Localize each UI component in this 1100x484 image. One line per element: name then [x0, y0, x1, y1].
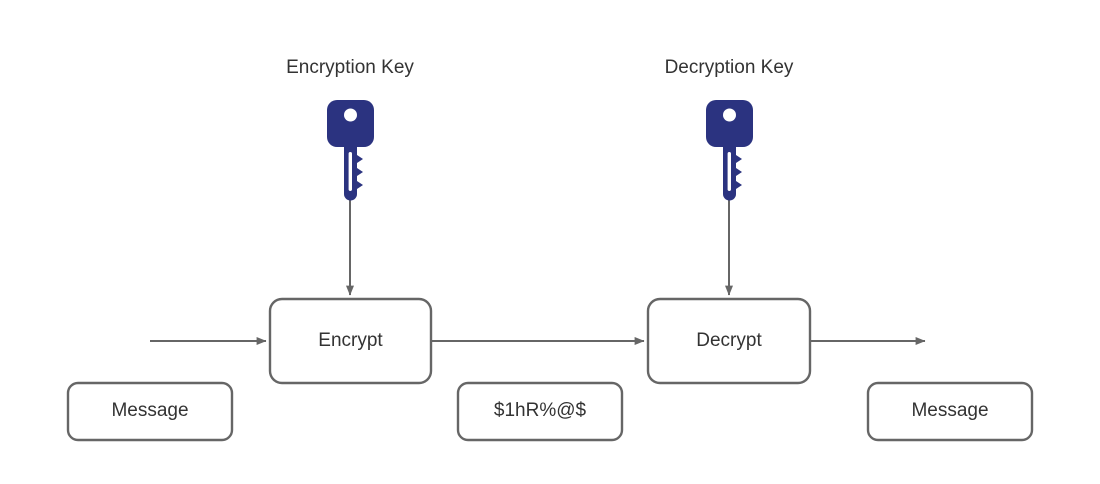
plaintext-out-label: Message [911, 400, 989, 422]
decrypt-label: Decrypt [696, 329, 762, 351]
decrypt-box[interactable] [646, 297, 812, 385]
plaintext-in-label: Message [111, 400, 189, 422]
key-icon [706, 100, 753, 201]
encrypt-label: Encrypt [318, 329, 383, 351]
encrypt-box[interactable] [268, 297, 433, 385]
encryption-key-caption: Encryption Key [286, 57, 414, 78]
decryption-key-caption: Decryption Key [664, 57, 794, 78]
ciphertext-label: $1hR%@$ [493, 400, 587, 422]
plaintext-in-box[interactable] [66, 381, 234, 442]
key-icon [327, 100, 374, 201]
plaintext-out-box[interactable] [866, 381, 1034, 442]
ciphertext-box[interactable] [456, 381, 624, 442]
